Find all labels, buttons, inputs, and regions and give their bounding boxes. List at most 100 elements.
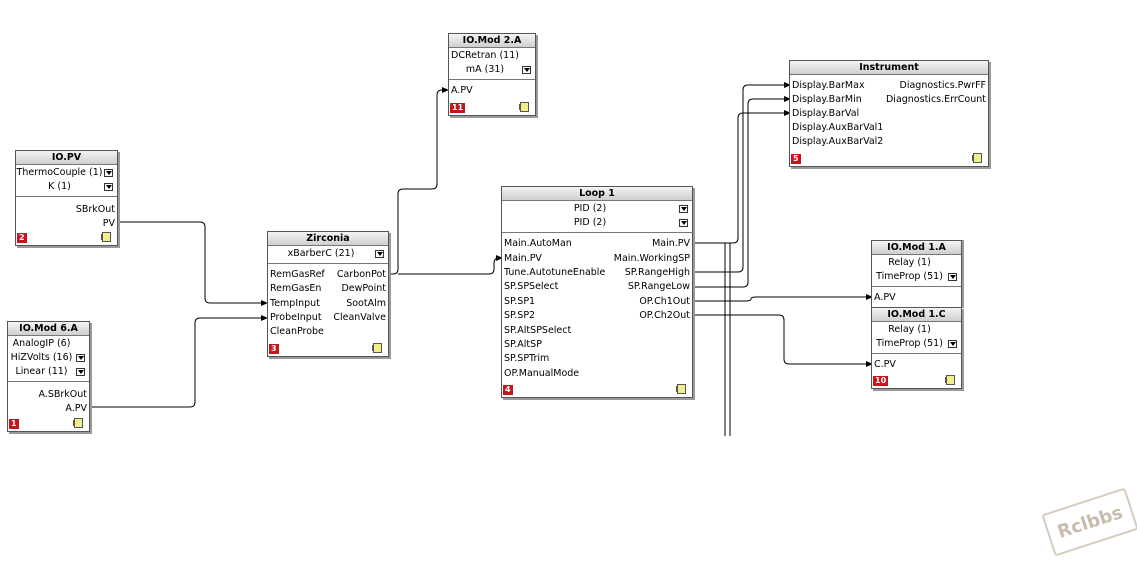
param-value: DCRetran (11) [451,50,519,61]
note-icon[interactable] [945,375,955,385]
output-label[interactable]: CleanValve [333,312,386,323]
dropdown-icon[interactable] [948,340,957,348]
param-row[interactable]: Linear (11) [8,365,89,379]
input-label[interactable]: Tune.AutotuneEnable [504,267,606,278]
pin-row: SP.SPTrim [502,352,692,366]
block-io-mod-1c[interactable]: IO.Mod 1.C Relay (1) TimeProp (51) C.PV … [871,307,962,389]
note-icon[interactable] [519,102,529,112]
block-title: Instrument [790,61,988,75]
dropdown-icon[interactable] [76,368,85,376]
param-row[interactable]: PID (2) [502,216,692,230]
block-instrument[interactable]: Instrument Display.BarMax Diagnostics.Pwr… [789,60,989,167]
block-params: Relay (1) TimeProp (51) [872,255,961,287]
output-label[interactable]: OP.Ch2Out [639,310,690,321]
block-io-pv[interactable]: IO.PV ThermoCouple (1) K (1) SBrkOut PV … [15,150,118,246]
param-row[interactable]: Relay (1) [872,256,961,270]
output-pin[interactable]: A.SBrkOut [8,388,89,402]
input-label[interactable]: RemGasRef [270,269,325,280]
param-row[interactable]: ThermoCouple (1) [16,166,117,180]
param-row[interactable]: TimeProp (51) [872,337,961,351]
input-pin[interactable]: A.PV [872,291,961,305]
dropdown-icon[interactable] [679,219,688,227]
param-row[interactable]: mA (31) [449,63,535,77]
input-label[interactable]: Display.BarMin [792,94,862,105]
wire-mainpv-barval [693,112,785,244]
output-pin[interactable]: PV [16,217,117,231]
param-row[interactable]: xBarberC (21) [268,247,388,261]
output-label[interactable]: SP.RangeHigh [624,267,690,278]
dropdown-icon[interactable] [375,250,384,258]
input-label[interactable]: SP.SP2 [504,310,536,321]
note-icon[interactable] [101,232,111,242]
input-pin[interactable]: C.PV [872,358,961,372]
pin-row: ProbeInput CleanValve [268,311,388,325]
param-row[interactable]: TimeProp (51) [872,270,961,284]
output-label[interactable]: SootAlm [346,298,386,309]
block-number: 10 [873,376,889,386]
param-value: K (1) [48,181,71,192]
block-params: DCRetran (11) mA (31) [449,48,535,80]
dropdown-icon[interactable] [522,66,531,74]
block-io-mod-2a[interactable]: IO.Mod 2.A DCRetran (11) mA (31) A.PV 11 [448,33,536,116]
input-label[interactable]: OP.ManualMode [504,368,580,379]
param-row[interactable]: Relay (1) [872,323,961,337]
dropdown-icon[interactable] [104,183,113,191]
param-row[interactable]: PID (2) [502,202,692,216]
dropdown-icon[interactable] [948,273,957,281]
output-label[interactable]: Diagnostics.PwrFF [899,80,986,91]
input-pin[interactable]: A.PV [449,84,535,98]
note-icon[interactable] [73,418,83,428]
block-number: 5 [791,154,801,164]
input-label[interactable]: CleanProbe [270,326,324,337]
param-row[interactable]: AnalogIP (6) [8,337,89,351]
output-label[interactable]: SP.RangeLow [627,281,690,292]
note-icon[interactable] [676,384,686,394]
pin-row: CleanProbe [268,325,388,339]
pin-row: Display.BarVal [790,107,988,121]
arrow-iomod1a [866,294,873,300]
input-label[interactable]: SP.AltSPSelect [504,325,572,336]
wire-rangehigh-barmax [693,84,785,273]
block-io-mod-6a[interactable]: IO.Mod 6.A AnalogIP (6) HiZVolts (16) Li… [7,321,90,432]
output-label[interactable]: CarbonPot [336,269,386,280]
dropdown-icon[interactable] [679,205,688,213]
note-icon[interactable] [372,343,382,353]
output-label[interactable]: Main.WorkingSP [613,253,690,264]
block-number: 3 [269,344,279,354]
dropdown-icon[interactable] [104,169,113,177]
input-label[interactable]: SP.SP1 [504,296,536,307]
input-label[interactable]: Main.AutoMan [504,238,572,249]
dropdown-icon[interactable] [76,354,85,362]
input-label[interactable]: Display.BarMax [792,80,865,91]
input-label[interactable]: RemGasEn [270,283,322,294]
param-row[interactable]: HiZVolts (16) [8,351,89,365]
input-label[interactable]: SP.AltSP [504,339,542,350]
output-pin[interactable]: SBrkOut [16,203,117,217]
output-pin[interactable]: A.PV [8,402,89,416]
input-label[interactable]: ProbeInput [270,312,322,323]
param-value: Relay (1) [888,324,931,335]
block-title: IO.Mod 1.A [872,241,961,255]
pin-row: SP.SP2 OP.Ch2Out [502,309,692,323]
note-icon[interactable] [972,153,982,163]
output-label[interactable]: Diagnostics.ErrCount [885,94,986,105]
input-label[interactable]: TempInput [270,298,320,309]
input-label[interactable]: SP.SPSelect [504,281,559,292]
block-io-mod-1a[interactable]: IO.Mod 1.A Relay (1) TimeProp (51) A.PV [871,240,962,308]
input-label[interactable]: Display.AuxBarVal1 [792,122,884,133]
output-label[interactable]: Main.PV [652,238,690,249]
input-label[interactable]: Display.BarVal [792,108,860,119]
param-value: PID (2) [573,203,607,214]
param-row[interactable]: K (1) [16,180,117,194]
param-row[interactable]: DCRetran (11) [449,49,535,63]
output-label[interactable]: OP.Ch1Out [639,296,690,307]
input-label[interactable]: SP.SPTrim [504,353,550,364]
wire-apv-probeinput [90,317,262,408]
input-label[interactable]: Main.PV [504,253,542,264]
pin-row: Display.BarMax Diagnostics.PwrFF [790,79,988,93]
input-label[interactable]: Display.AuxBarVal2 [792,136,884,147]
output-label[interactable]: DewPoint [341,283,386,294]
